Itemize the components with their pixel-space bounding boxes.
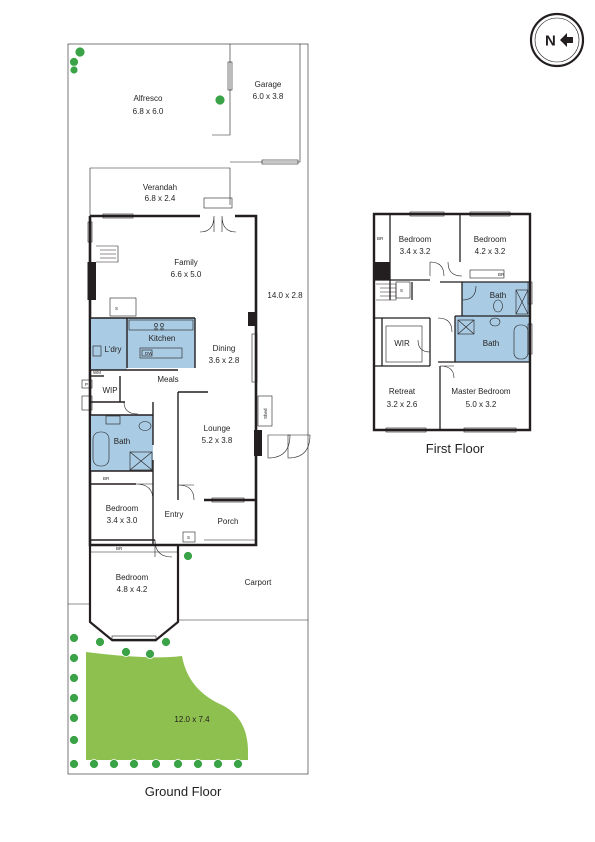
verandah-dims: 6.8 x 2.4 — [145, 194, 176, 203]
dining-dims: 3.6 x 2.8 — [209, 356, 240, 365]
verandah-label: Verandah — [143, 183, 177, 192]
lounge-dims: 5.2 x 3.8 — [202, 436, 233, 445]
north-compass: N — [529, 12, 585, 68]
fixture-s-label: S — [187, 535, 190, 540]
fixture-br-label: BR — [103, 476, 110, 481]
ff-master-label: Master Bedroom — [451, 387, 510, 396]
laundry-label: L'dry — [104, 345, 121, 354]
shed-label: Shed — [263, 408, 268, 419]
lawn — [86, 652, 248, 760]
ff-bedroom-a-label: Bedroom — [399, 235, 432, 244]
arrow-left-icon — [560, 33, 573, 47]
alfresco-dims: 6.8 x 6.0 — [133, 107, 164, 116]
laundry-area — [91, 318, 127, 370]
bedroom1-label: Bedroom — [106, 504, 139, 513]
ff-fixture-s-label: S — [400, 288, 403, 293]
bath-a-area — [462, 282, 530, 316]
bath-area — [91, 415, 153, 471]
ff-master-dims: 5.0 x 3.2 — [466, 400, 497, 409]
alfresco-label: Alfresco — [134, 94, 163, 103]
family-dims: 6.6 x 5.0 — [171, 270, 202, 279]
dining-label: Dining — [213, 344, 236, 353]
ff-fixture-br-label: BR — [498, 272, 505, 277]
tree-icon — [69, 46, 243, 769]
garage-label: Garage — [255, 80, 282, 89]
lounge-label: Lounge — [204, 424, 231, 433]
ff-retreat-dims: 3.2 x 2.6 — [387, 400, 418, 409]
ff-bath-a-label: Bath — [490, 291, 506, 300]
garden-dims: 12.0 x 7.4 — [174, 715, 210, 724]
compass-letter: N — [545, 33, 556, 50]
porch-label: Porch — [218, 517, 239, 526]
family-label: Family — [174, 258, 198, 267]
ground-floor-title: Ground Floor — [145, 784, 222, 799]
fixture-dw-label: DW — [145, 351, 153, 356]
fixture-s-label: S — [115, 306, 118, 311]
bedroom2-label: Bedroom — [116, 573, 149, 582]
ff-bath-b-label: Bath — [483, 339, 499, 348]
carport-label: Carport — [245, 578, 272, 587]
ff-bedroom-b-label: Bedroom — [474, 235, 507, 244]
first-floor-title: First Floor — [426, 441, 485, 456]
garage-dims: 6.0 x 3.8 — [253, 92, 284, 101]
ff-fixture-br-label: BR — [377, 236, 384, 241]
bedroom2-dims: 4.8 x 4.2 — [117, 585, 148, 594]
first-floor-plan: Bedroom 3.4 x 3.2 Bedroom 4.2 x 3.2 Bath… — [372, 211, 533, 456]
bedroom1-dims: 3.4 x 3.0 — [107, 516, 138, 525]
side-dims: 14.0 x 2.8 — [267, 291, 303, 300]
fixture-p-label: P — [85, 382, 88, 387]
meals-label: Meals — [157, 375, 178, 384]
ground-floor-site: Alfresco 6.8 x 6.0 Garage 6.0 x 3.8 Vera… — [67, 43, 311, 799]
entry-label: Entry — [165, 510, 184, 519]
wip-label: WIP — [102, 386, 117, 395]
fixture-br-label: BR — [116, 546, 123, 551]
ff-wir-label: WIR — [394, 339, 410, 348]
fixture-wm-label: WM — [93, 370, 101, 375]
kitchen-area — [127, 318, 195, 368]
ff-bedroom-b-dims: 4.2 x 3.2 — [475, 247, 506, 256]
kitchen-label: Kitchen — [149, 334, 176, 343]
ff-bedroom-a-dims: 3.4 x 3.2 — [400, 247, 431, 256]
bath-label: Bath — [114, 437, 130, 446]
bath-b-area — [455, 316, 530, 362]
ff-retreat-label: Retreat — [389, 387, 416, 396]
